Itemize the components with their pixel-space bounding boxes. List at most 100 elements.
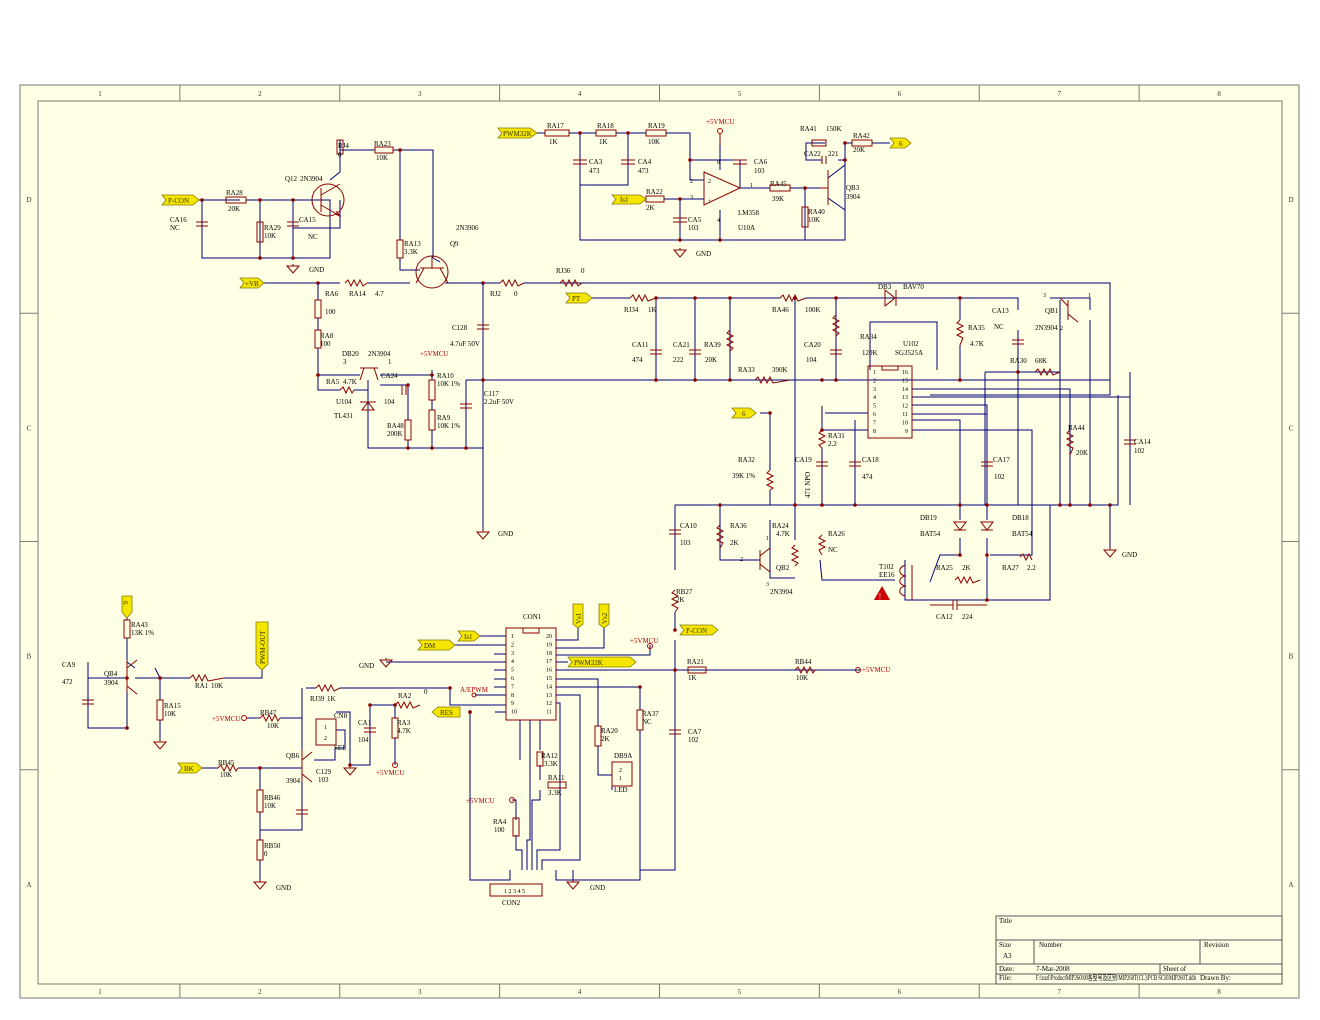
label-c117: C117 xyxy=(484,390,499,398)
value-c117: 2.2uF 50V xyxy=(484,398,514,406)
label-qb6: QB6 xyxy=(286,752,300,760)
con1-pin-left: 5 xyxy=(511,668,514,674)
value-db19: BAT54 xyxy=(920,530,941,538)
con1-pin-left: 9 xyxy=(511,701,514,707)
svg-text:2: 2 xyxy=(690,179,693,185)
value-ra31: 2.2 xyxy=(828,440,837,448)
pin-db20: 3 xyxy=(343,358,347,366)
value-ra20: 2K xyxy=(601,735,610,743)
value-ra27: 2.2 xyxy=(1027,564,1036,572)
svg-text:PWM32K: PWM32K xyxy=(574,659,603,667)
label-qb2: QB2 xyxy=(776,564,790,572)
value-ca13: NC xyxy=(994,323,1004,331)
label-ra36: RA36 xyxy=(730,522,747,530)
tl431-section: RA6 100 RA8 100 DB20 3 2N3904 1 RA5 4.7K… xyxy=(314,283,1110,540)
file-label: File: xyxy=(999,974,1012,982)
port-bk[interactable]: BK xyxy=(177,762,203,774)
port-6-mid[interactable]: 6 xyxy=(731,407,757,419)
label-qb1: QB1 xyxy=(1045,307,1059,315)
port-is1-con[interactable]: Is1 xyxy=(457,630,481,642)
port-vb[interactable]: +VB xyxy=(239,277,265,289)
svg-text:1: 1 xyxy=(750,183,753,189)
con1-pin-left: 6 xyxy=(511,676,514,682)
label-ca15: CA15 xyxy=(299,216,316,224)
value-db9a: LED xyxy=(614,786,628,794)
port-res[interactable]: RES xyxy=(431,706,461,718)
value-rb47: 10K xyxy=(267,722,279,730)
value-ra30: 68K xyxy=(1035,357,1047,365)
port-dm[interactable]: DM xyxy=(417,639,456,651)
pin-qdb20: 1 xyxy=(388,358,392,366)
port-vs1[interactable]: Vs1 xyxy=(572,603,584,629)
value-ca5: 103 xyxy=(688,224,699,232)
value-ca22: 221 xyxy=(828,150,839,158)
port-pt[interactable]: PT xyxy=(565,292,593,304)
svg-text:DM: DM xyxy=(424,642,436,650)
u102-pin-right: 11 xyxy=(902,412,908,418)
port-6-top[interactable]: 6 xyxy=(889,137,912,149)
con1-pin-right: 14 xyxy=(546,684,552,690)
label-ca20: CA20 xyxy=(804,341,821,349)
svg-text:1: 1 xyxy=(1088,293,1091,299)
value-ra21: 1K xyxy=(688,674,697,682)
svg-text:+VB: +VB xyxy=(245,280,259,288)
label-ra25: RA25 xyxy=(936,564,953,572)
label-ra8: RA8 xyxy=(320,332,334,340)
svg-text:1 2 3 4 5: 1 2 3 4 5 xyxy=(504,889,525,895)
port-pcon-con[interactable]: P-CON xyxy=(679,624,719,636)
label-db19: DB19 xyxy=(920,514,937,522)
q12-q9-section: RJ4 0 RA23 10K Q12 2N3904 RA28 20K CA16 … xyxy=(170,139,1111,396)
value-ra2: 0 xyxy=(424,688,428,696)
svg-text:4: 4 xyxy=(717,218,720,224)
value-ra44: 20K xyxy=(1076,449,1088,457)
value-ca6: 103 xyxy=(754,167,765,175)
label-rb45: RB45 xyxy=(218,759,235,767)
aepwm-label: A/EPWM xyxy=(460,686,489,694)
label-rj34: RJ34 xyxy=(624,306,639,314)
value-ra33: 390K xyxy=(772,366,788,374)
value-ca16: NC xyxy=(170,224,180,232)
label-ca24: CA24 xyxy=(381,372,398,380)
label-ra27: RA27 xyxy=(1002,564,1019,572)
vmcu-label-tl431: +5VMCU xyxy=(420,350,448,358)
port-pwm-out[interactable]: PWM-OUT xyxy=(255,621,269,671)
label-ra19: RA19 xyxy=(648,122,665,130)
con1-pin-right: 15 xyxy=(546,676,552,682)
svg-text:Vs2: Vs2 xyxy=(601,612,609,624)
value-ra18: 1K xyxy=(599,138,608,146)
label-ca5: CA5 xyxy=(688,216,702,224)
label-ra29: RA29 xyxy=(264,224,281,232)
label-ra14: RA14 xyxy=(349,290,366,298)
value-ra13: 3.3K xyxy=(404,248,418,256)
port-pwm32k-top[interactable]: PWM32K xyxy=(497,127,538,139)
label-u10a-part: LM358 xyxy=(738,209,760,217)
zone-row-left: B xyxy=(27,653,32,661)
value-rj36: 0 xyxy=(581,267,585,275)
value-rb45: 10K xyxy=(220,771,232,779)
label-rj39: RJ39 xyxy=(310,695,325,703)
svg-text:6: 6 xyxy=(899,140,903,148)
value-ca3: 473 xyxy=(589,167,600,175)
svg-text:6: 6 xyxy=(121,601,129,605)
value-ra17: 1K xyxy=(549,138,558,146)
port-vs2[interactable]: Vs2 xyxy=(598,603,610,629)
vmcu-label-top: +5VMCU xyxy=(706,118,734,126)
zone-row-left: D xyxy=(26,196,31,204)
label-ra2: RA2 xyxy=(398,692,412,700)
value-ra25: 2K xyxy=(962,564,971,572)
port-is1-top[interactable]: Is1 xyxy=(611,194,647,205)
label-cn8: CN8 xyxy=(334,712,348,720)
u102-pin-right: 16 xyxy=(902,370,908,376)
con1-pin-left: 4 xyxy=(511,659,514,665)
value-ra3: 4.7K xyxy=(397,727,411,735)
label-ra39: RA39 xyxy=(704,341,721,349)
port-pcon-left[interactable]: P-CON xyxy=(161,194,200,206)
port-pwm32k-con[interactable]: PWM32K xyxy=(567,656,637,668)
value-ca11: 474 xyxy=(632,356,643,364)
gnd-label-top: GND xyxy=(696,250,711,258)
port-6-vertical[interactable]: 6 xyxy=(121,595,133,619)
label-ca18: CA18 xyxy=(862,456,879,464)
u102-pin-right: 12 xyxy=(902,404,908,410)
u102-pin-right: 15 xyxy=(902,378,908,384)
value-db18: BAT54 xyxy=(1012,530,1033,538)
